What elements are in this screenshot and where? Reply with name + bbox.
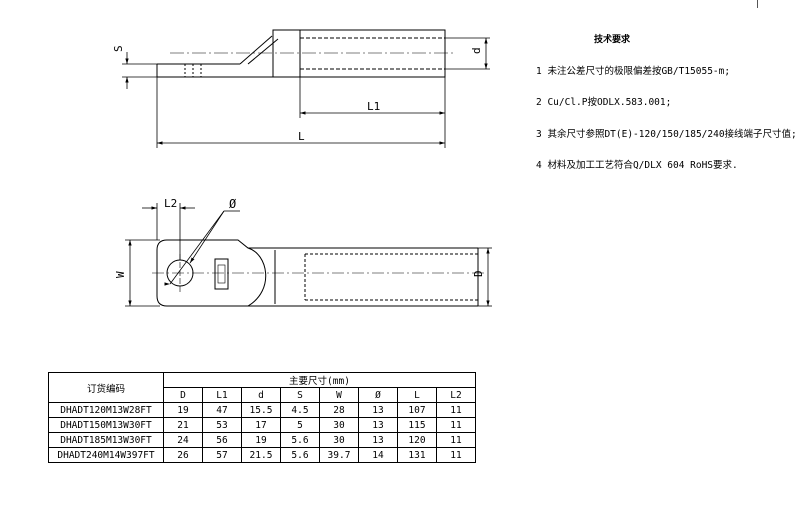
- cell: 39.7: [319, 447, 359, 463]
- dimension-d: [445, 37, 490, 70]
- order-code-header: 订货编码: [48, 372, 164, 403]
- col-header: D: [163, 387, 203, 403]
- cell: 11: [436, 447, 476, 463]
- cell: 5.6: [280, 432, 320, 448]
- label-diameter: Ø: [229, 197, 237, 211]
- side-view: [156, 29, 455, 78]
- col-header: d: [241, 387, 281, 403]
- cell: 120: [397, 432, 437, 448]
- dimension-l1: [299, 77, 446, 118]
- cell: 11: [436, 432, 476, 448]
- cell: 21.5: [241, 447, 281, 463]
- dimension-diameter: [169, 210, 240, 285]
- cell: 5: [280, 417, 320, 433]
- cell: 115: [397, 417, 437, 433]
- label-l1: L1: [367, 100, 380, 113]
- cell: 56: [202, 432, 242, 448]
- label-l2: L2: [164, 197, 177, 210]
- col-header: L2: [436, 387, 476, 403]
- order-code: DHADT150M13W30FT: [48, 417, 164, 433]
- note-line-4: 4 材料及加工工艺符合Q/DLX 604 RoHS要求.: [536, 160, 738, 171]
- cell: 19: [241, 432, 281, 448]
- cell: 30: [319, 417, 359, 433]
- cell: 4.5: [280, 402, 320, 418]
- cell: 13: [358, 417, 398, 433]
- cell: 28: [319, 402, 359, 418]
- table-row: DHADT240M14W397FT 26 57 21.5 5.6 39.7 14…: [48, 447, 476, 463]
- table-row: DHADT150M13W30FT 21 53 17 5 30 13 115 11: [48, 417, 476, 433]
- cell: 15.5: [241, 402, 281, 418]
- col-header: Ø: [358, 387, 398, 403]
- note-line-3: 3 其余尺寸参照DT(E)-120/150/185/240接线端子尺寸值;: [536, 128, 797, 140]
- notes-title: 技术要求: [594, 35, 631, 45]
- order-code: DHADT240M14W397FT: [48, 447, 164, 463]
- col-header: L: [397, 387, 437, 403]
- cell: 47: [202, 402, 242, 418]
- cell: 131: [397, 447, 437, 463]
- cell: 107: [397, 402, 437, 418]
- col-header: W: [319, 387, 359, 403]
- cell: 57: [202, 447, 242, 463]
- cell: 21: [163, 417, 203, 433]
- dimensions-group-header: 主要尺寸(mm): [163, 372, 476, 388]
- table-row: DHADT185M13W30FT 24 56 19 5.6 30 13 120 …: [48, 432, 476, 448]
- order-code: DHADT185M13W30FT: [48, 432, 164, 448]
- label-s: S: [112, 45, 125, 52]
- cell: 11: [436, 402, 476, 418]
- technical-drawing: S d L1 L: [112, 29, 492, 307]
- note-line-1: 1 未注公差尺寸的极限偏差按GB/T15055-m;: [536, 65, 731, 77]
- dimension-w: [125, 239, 160, 307]
- cell: 5.6: [280, 447, 320, 463]
- cell: 53: [202, 417, 242, 433]
- label-w: W: [114, 271, 127, 278]
- label-l: L: [298, 130, 305, 143]
- cell: 19: [163, 402, 203, 418]
- cell: 13: [358, 402, 398, 418]
- cell: 17: [241, 417, 281, 433]
- window-edge-divider: [757, 0, 758, 8]
- table-row: DHADT120M13W28FT 19 47 15.5 4.5 28 13 10…: [48, 402, 476, 418]
- cell: 14: [358, 447, 398, 463]
- technical-notes: 技术要求 1 未注公差尺寸的极限偏差按GB/T15055-m; 2 Cu/Cl.…: [536, 14, 797, 182]
- cell: 13: [358, 432, 398, 448]
- cell: 30: [319, 432, 359, 448]
- spec-table: 订货编码 主要尺寸(mm) D L1 d S W Ø L L2 DHADT120…: [48, 372, 476, 463]
- top-view: [152, 239, 484, 307]
- label-d: d: [470, 47, 483, 54]
- cell: 11: [436, 417, 476, 433]
- order-code: DHADT120M13W28FT: [48, 402, 164, 418]
- dimension-l2: [142, 203, 195, 260]
- dimension-l: [156, 77, 446, 148]
- cell: 26: [163, 447, 203, 463]
- note-line-2: 2 Cu/Cl.P按ODLX.583.001;: [536, 97, 672, 108]
- dimension-d-outer: [478, 247, 492, 307]
- column-header-row: D L1 d S W Ø L L2: [49, 387, 476, 403]
- label-d-outer: D: [472, 270, 485, 277]
- col-header: S: [280, 387, 320, 403]
- cell: 24: [163, 432, 203, 448]
- col-header: L1: [202, 387, 242, 403]
- dimension-s: [122, 52, 157, 89]
